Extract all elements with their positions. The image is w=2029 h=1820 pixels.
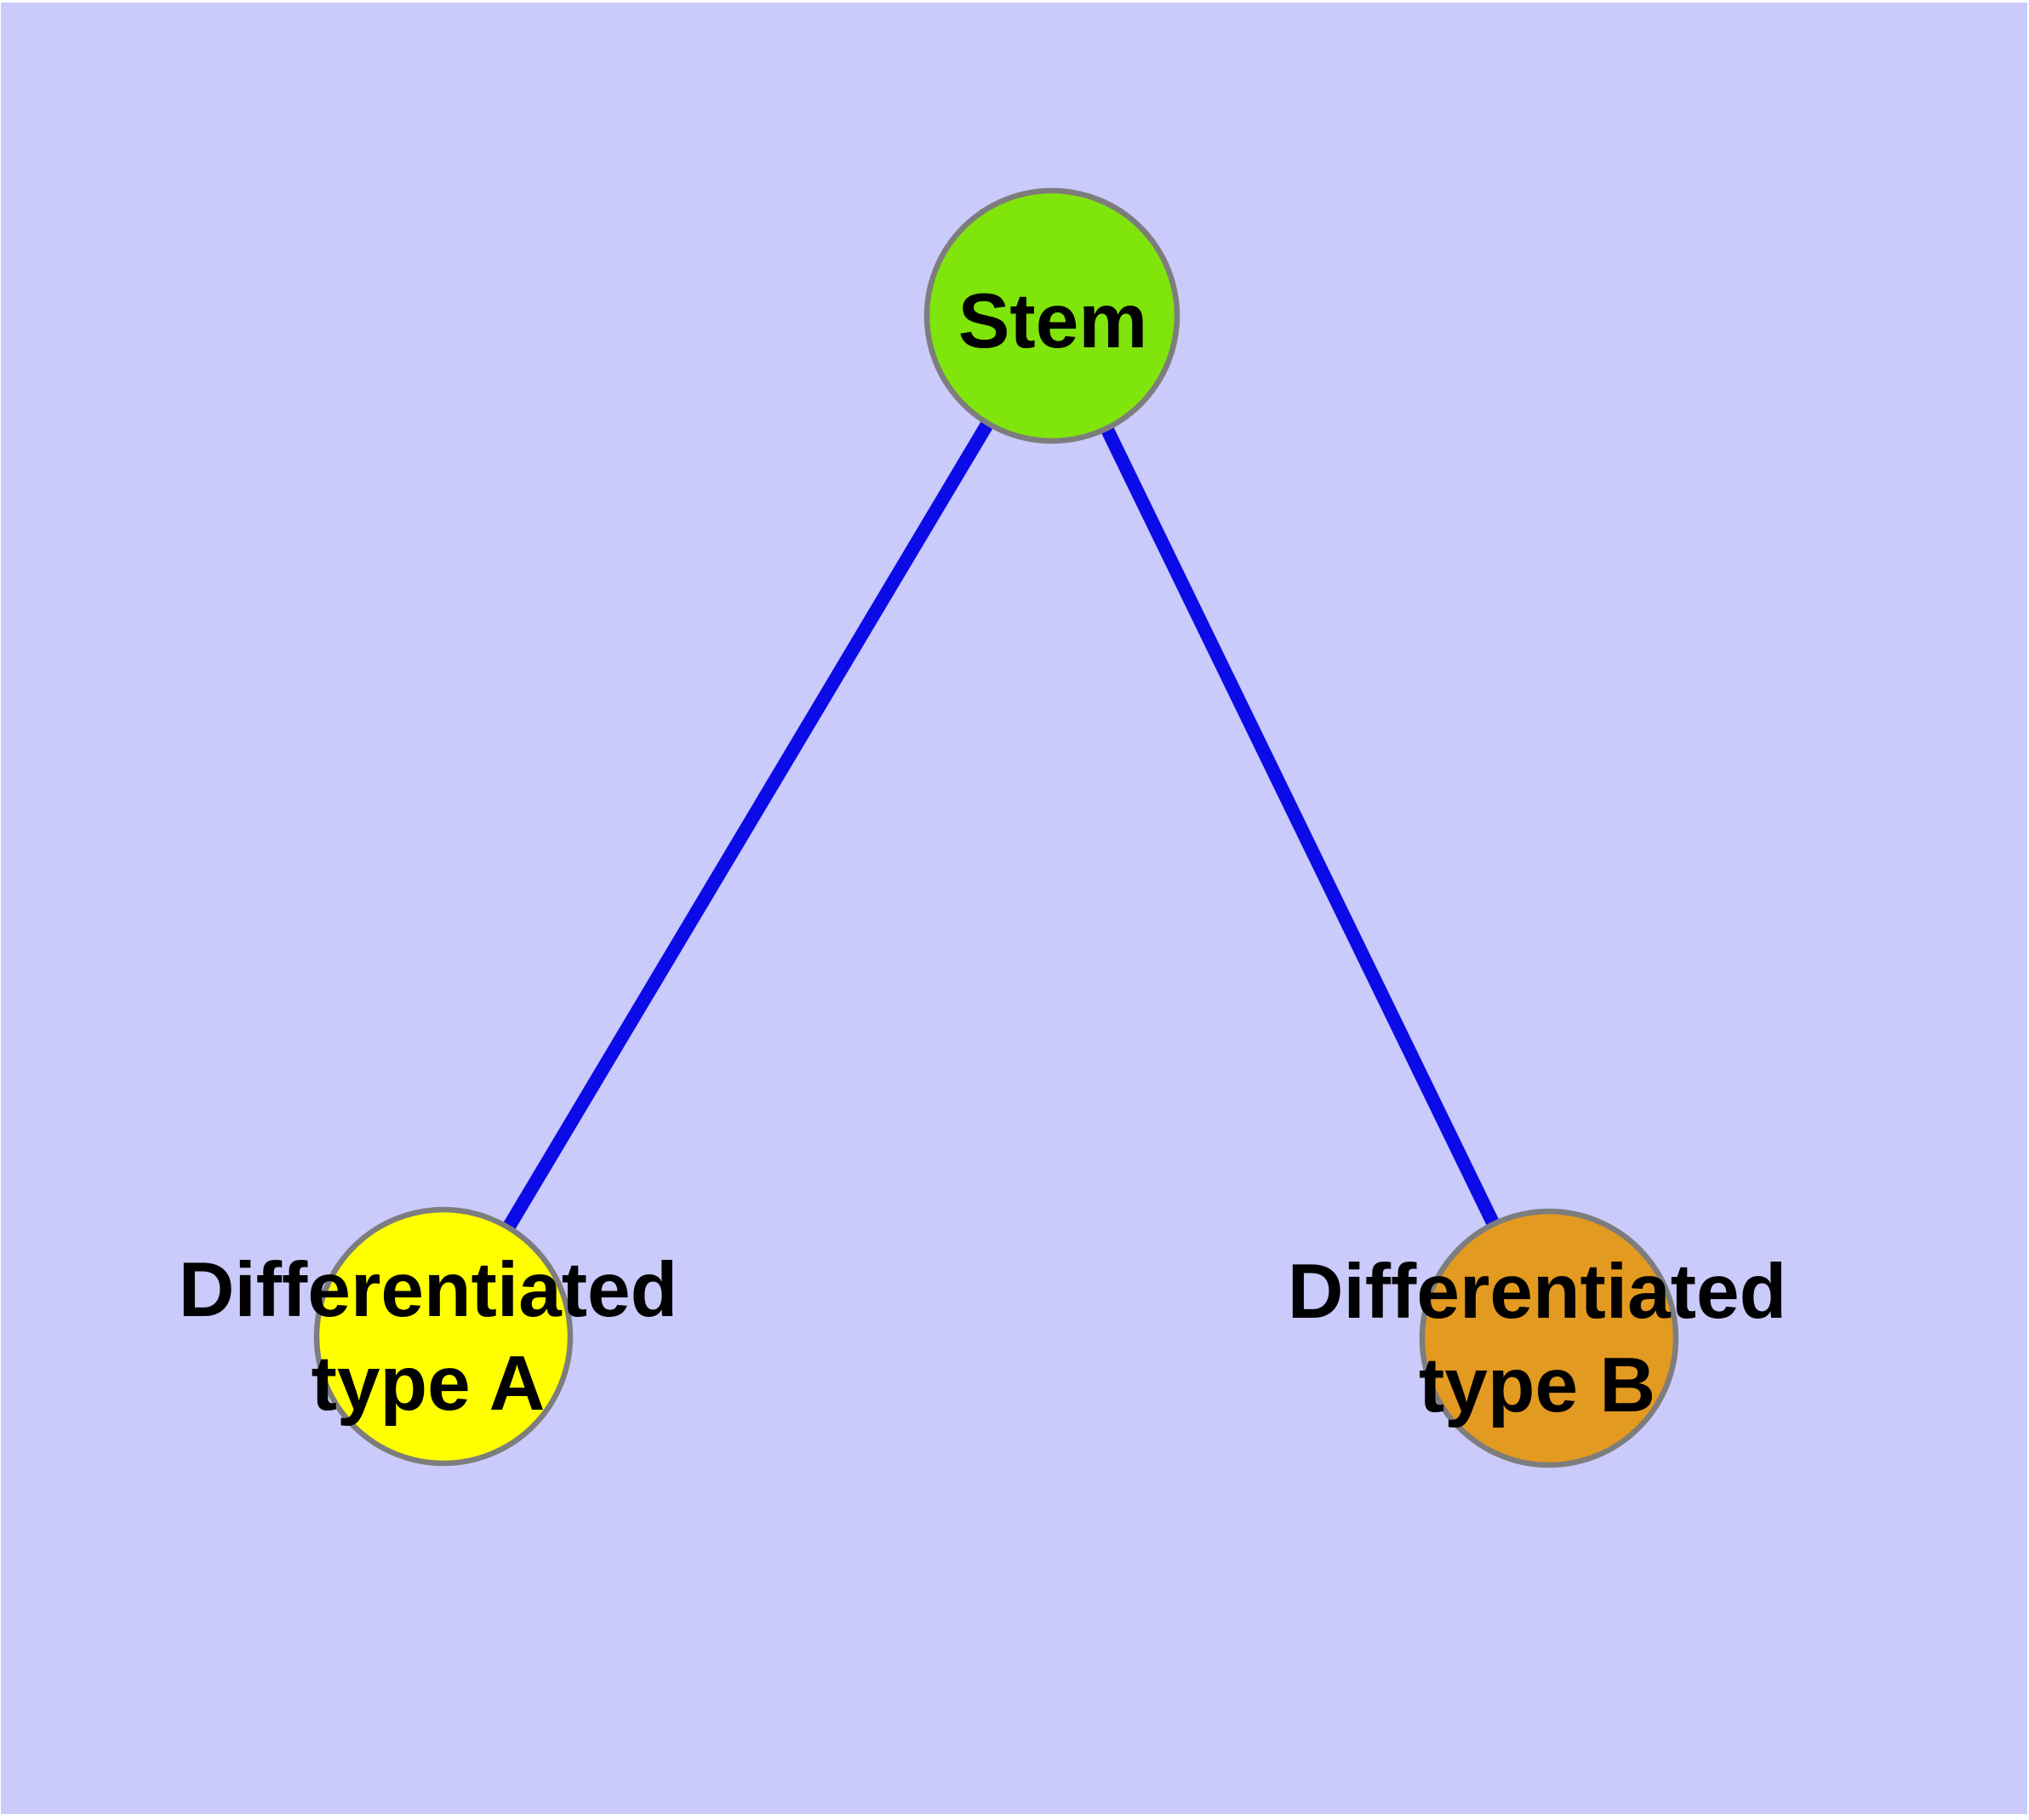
node-type-b-circle (1419, 1208, 1679, 1468)
node-differentiated-type-a: Differentiated type A (179, 1206, 678, 1467)
node-stem: Stem (923, 187, 1180, 444)
node-stem-circle (923, 187, 1180, 444)
node-type-a-label-line1: Differentiated (179, 1247, 678, 1333)
edge-layer (437, 312, 1556, 1342)
node-type-a-circle (313, 1206, 574, 1467)
edge-stem-to-type-a (437, 312, 1058, 1341)
edge-stem-to-type-b (1045, 312, 1556, 1342)
node-type-b-label-line2: type B (1419, 1342, 1655, 1428)
node-type-b-label-line1: Differentiated (1288, 1249, 1787, 1335)
node-type-a-label-line2: type A (311, 1341, 546, 1427)
node-differentiated-type-b: Differentiated type B (1288, 1208, 1787, 1468)
node-stem-label: Stem (958, 278, 1148, 364)
